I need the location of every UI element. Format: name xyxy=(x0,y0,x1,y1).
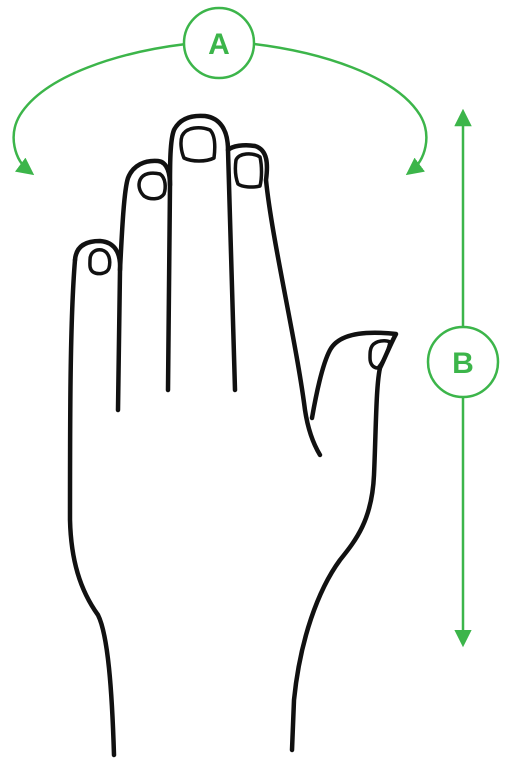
hand-left-edge xyxy=(70,260,114,755)
thumb xyxy=(292,333,396,750)
badge-a-label: A xyxy=(208,28,230,61)
length-measurement: B xyxy=(428,114,498,642)
badge-b-label: B xyxy=(452,347,474,380)
middle-fingernail xyxy=(181,128,215,161)
ring-fingernail xyxy=(139,173,165,199)
little-fingernail xyxy=(90,250,110,274)
width-arc-left xyxy=(14,44,186,172)
width-arc-right xyxy=(254,44,426,172)
index-fingernail xyxy=(235,154,261,187)
index-finger xyxy=(228,145,320,455)
little-finger xyxy=(75,241,120,410)
width-measurement: A xyxy=(14,8,427,172)
middle-finger xyxy=(170,116,235,390)
hand-illustration xyxy=(70,116,396,755)
thumbnail xyxy=(370,341,390,368)
